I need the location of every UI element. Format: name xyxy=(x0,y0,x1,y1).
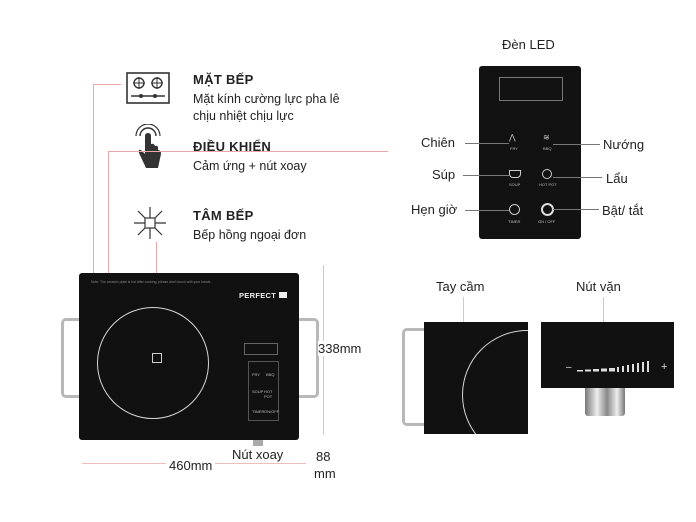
knob-pointer xyxy=(603,297,604,343)
handle-detail-ring xyxy=(462,330,528,434)
feature-title-surface: MẶT BẾP xyxy=(193,72,254,87)
dimension-width: 460mm xyxy=(166,458,216,473)
burner-grid-icon xyxy=(126,72,170,104)
cooker-btn-fry[interactable]: FRY xyxy=(252,372,260,377)
label-soup: Súp xyxy=(432,167,456,182)
panel-btn-hotpot[interactable]: HOT POT xyxy=(539,182,557,187)
cooker-control-strip: FRY BBQ SOUP HOT POT TIMER ON/OFF xyxy=(248,361,279,421)
pointer-fry xyxy=(465,143,509,144)
panel-btn-onoff[interactable]: ON / OFF xyxy=(538,219,556,224)
feature-desc-control: Cảm ứng + nút xoay xyxy=(193,159,307,173)
brand-logo: PERFECT xyxy=(239,291,277,300)
cooktop-body: Note: The ceramic plate is hot after coo… xyxy=(79,273,299,440)
cooking-zone-ring xyxy=(97,307,209,419)
led-label: Đèn LED xyxy=(502,37,555,52)
cooker-btn-onoff[interactable]: ON/OFF xyxy=(264,409,280,414)
label-bbq: Nướng xyxy=(603,137,645,152)
pointer-timer xyxy=(465,210,509,211)
pointer-hotpot xyxy=(553,177,602,178)
pointer-onoff xyxy=(553,209,599,210)
bbq-icon[interactable]: ≋ xyxy=(543,133,550,142)
led-window xyxy=(244,343,278,355)
callout-line-control xyxy=(108,151,388,152)
feature-desc-surface-1: Mặt kính cường lực pha lê xyxy=(193,92,340,106)
panel-btn-soup[interactable]: SOUP xyxy=(509,182,521,187)
hotpot-icon[interactable] xyxy=(542,169,552,179)
knob-minus: – xyxy=(566,362,572,373)
handle-label: Tay cầm xyxy=(436,279,485,294)
feature-title-center: TÂM BẾP xyxy=(193,208,254,223)
cooktop-handle-left xyxy=(61,318,84,398)
led-display xyxy=(499,77,563,101)
brand-logo-mark xyxy=(279,292,287,298)
callout-line-surface xyxy=(93,84,121,85)
handle-detail-image xyxy=(424,322,528,434)
knob-cap[interactable] xyxy=(585,388,625,416)
cooker-btn-hotpot[interactable]: HOT POT xyxy=(264,389,273,399)
label-timer: Hẹn giờ xyxy=(411,202,458,217)
soup-icon[interactable] xyxy=(509,170,521,178)
dimension-depth: 338mm xyxy=(318,341,362,356)
pointer-bbq xyxy=(553,144,600,145)
panel-btn-timer[interactable]: TIMER xyxy=(508,219,521,224)
warning-text: Note: The ceramic plate is hot after coo… xyxy=(91,280,211,284)
handle-pointer xyxy=(463,297,464,335)
knob-plus: + xyxy=(661,361,668,373)
handle-detail-bar xyxy=(402,328,427,426)
feature-desc-center: Bếp hồng ngoại đơn xyxy=(193,228,307,242)
cooker-btn-soup[interactable]: SOUP xyxy=(252,389,264,394)
center-heat-symbol xyxy=(152,353,162,363)
touch-finger-icon xyxy=(134,123,164,176)
label-fry: Chiên xyxy=(421,135,455,150)
cooker-btn-timer[interactable]: TIMER xyxy=(252,409,265,414)
fry-icon[interactable]: ⋀ xyxy=(509,133,516,142)
panel-btn-bbq[interactable]: BBQ xyxy=(543,146,552,151)
label-hotpot: Lẩu xyxy=(606,171,628,186)
panel-btn-fry[interactable]: FRY xyxy=(510,146,518,151)
cooker-btn-bbq[interactable]: BBQ xyxy=(266,372,275,377)
knob-level-bars xyxy=(577,360,657,372)
cooktop-handle-right xyxy=(296,318,319,398)
pointer-soup xyxy=(463,175,509,176)
control-panel: ⋀ FRY ≋ BBQ SOUP HOT POT TIMER ON / OFF xyxy=(479,66,581,239)
heat-star-icon xyxy=(132,205,168,241)
knob-label: Nút xoay xyxy=(232,447,284,462)
feature-title-control: ĐIỀU KHIỂN xyxy=(193,139,272,154)
timer-icon[interactable] xyxy=(509,204,520,215)
cooktop-knob xyxy=(253,440,263,446)
dimension-height-unit: mm xyxy=(314,466,336,481)
label-onoff: Bật/ tắt xyxy=(602,203,644,218)
knob-detail-label: Nút vặn xyxy=(576,279,621,294)
feature-desc-surface-2: chịu nhiệt chịu lực xyxy=(193,109,294,123)
knob-detail-image: – + xyxy=(541,322,674,388)
dimension-height-num: 88 xyxy=(316,449,331,464)
callout-line-surface-v xyxy=(93,84,94,310)
